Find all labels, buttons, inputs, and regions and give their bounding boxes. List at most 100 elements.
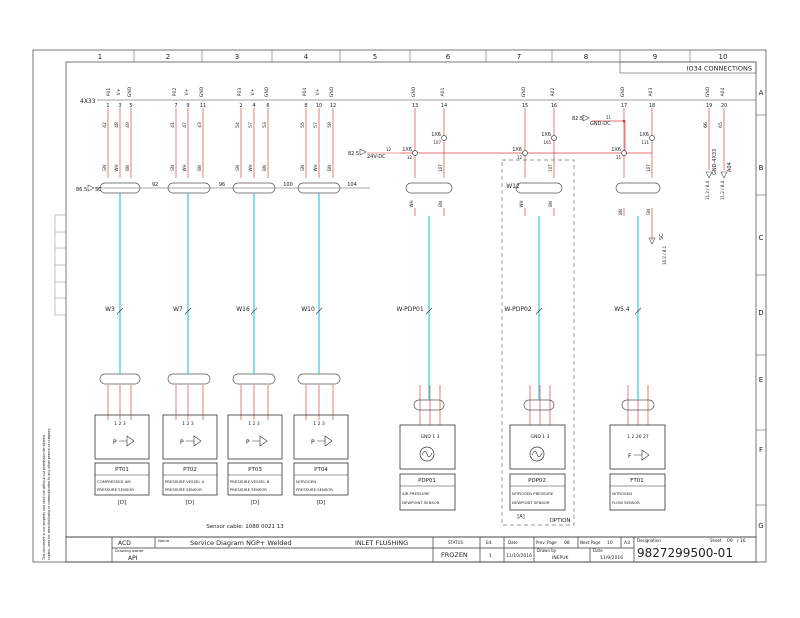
sheet-value: 09 <box>727 538 733 544</box>
row-labels: A B C D E F G <box>758 89 763 530</box>
shield-numbers: 92 96 100 104 <box>152 182 357 188</box>
pin-number: 4 <box>252 103 255 109</box>
core-label: BN <box>438 201 443 207</box>
wire-number-labels: 42 48 49 41 47 43 54 57 53 55 57 58 66 6… <box>102 122 724 128</box>
gnd-up-label: GND-4X33 <box>712 149 718 175</box>
terminal-label: 105 <box>543 140 551 145</box>
device-tag: PDP01 <box>418 478 436 484</box>
device-ref: [D] <box>186 500 195 506</box>
side-notes: This document is our property and shall … <box>42 428 51 561</box>
device-symbol: P <box>180 439 184 446</box>
device-tag: PT04 <box>314 467 328 473</box>
cable-ticks <box>116 307 642 315</box>
device-desc: FLOW SENSOR <box>612 500 640 505</box>
header-title: IO34 CONNECTIONS <box>687 65 752 73</box>
designation-label: Designation <box>637 538 661 543</box>
gnd-arrow-icon <box>582 114 590 122</box>
prev-label: Prev. Page <box>536 540 557 545</box>
cable-label: W-PDP01 <box>396 306 424 313</box>
device-pins: 1 2 26 27 <box>627 434 649 440</box>
owner-value: API <box>128 555 138 562</box>
device-desc: PRESSURE SENSOR <box>97 487 134 492</box>
wire-number: 48 <box>114 122 120 128</box>
pin-label: A01 <box>440 87 446 96</box>
sc-label: SC <box>95 187 102 193</box>
col-label: 2 <box>166 53 170 61</box>
device-desc: PRESSURE VESSEL A <box>165 479 205 484</box>
device-ref: [A] <box>517 514 524 520</box>
connector-4x33: 4X33 <box>80 98 756 105</box>
pin-label: A02 <box>550 87 556 96</box>
sc-arrow-icon <box>87 184 95 192</box>
row-label: A <box>759 89 764 97</box>
device-pt01: 1 2 3 P PT01 COMPRESSED AIR PRESSURE SEN… <box>94 414 150 506</box>
core-label: 10T <box>438 164 443 172</box>
row-label: D <box>758 309 763 317</box>
device-ref: [D] <box>317 500 326 506</box>
wire-number: 53 <box>262 122 268 128</box>
wire-number: 43 <box>197 122 203 128</box>
pin-number: 17 <box>621 103 627 109</box>
pin-label: P04 <box>302 88 308 97</box>
device-pins: GND 1 3 <box>421 434 440 440</box>
device-tag: PT02 <box>183 467 197 473</box>
device-pt04: 1 2 3 P PT04 NITROGEN PRESSURE SENSOR [D… <box>293 414 349 506</box>
cross-references: 86.5 SC 82.5 24V-DC 12 82.5 GND-DC 11 SC… <box>76 114 733 265</box>
sensor-cable-note: Sensor cable: 1088 0021 13 <box>206 524 284 530</box>
wire-number: 57 <box>248 122 254 128</box>
terminal-label: 1X6 <box>431 132 441 138</box>
core-label: WH <box>248 165 253 172</box>
core-label: GN <box>300 165 305 171</box>
device-desc: NITROGEN <box>296 479 316 484</box>
device-pins: 1 2 3 <box>248 421 260 427</box>
wire-number: 57 <box>313 122 319 128</box>
cable-label: W5.4 <box>614 306 630 313</box>
ed-value: 1 <box>489 553 492 559</box>
terminal-label: 11 <box>616 155 622 160</box>
device-pins: 1 2 3 <box>114 421 126 427</box>
col-label: 10 <box>719 53 728 61</box>
title-block-text: ACD Name Service Diagram NGP+ Welded INL… <box>115 538 746 562</box>
terminal-label: 1X6 <box>611 147 621 153</box>
pin-number: 18 <box>649 103 655 109</box>
core-label: 10T <box>548 164 553 172</box>
pin-number: 16 <box>551 103 557 109</box>
column-labels: 1 2 3 4 5 6 7 8 9 10 <box>98 53 728 61</box>
a04-up-label: A04 <box>727 162 733 172</box>
pin-label: GND <box>127 86 133 97</box>
v24-label: 24V-DC <box>367 154 386 160</box>
header-box: IO34 CONNECTIONS <box>619 61 757 74</box>
core-label: GN <box>235 165 240 171</box>
terminal-label: 1X6 <box>402 147 412 153</box>
connector-pins: P01 V+ GND P02 V+ GND P03 V+ GND P04 V+ … <box>106 86 726 97</box>
pin-number: 9 <box>186 103 189 109</box>
core-label: BN <box>197 165 202 171</box>
cable-shields <box>99 182 661 411</box>
pin-number: 8 <box>304 103 307 109</box>
sensor-icon <box>186 435 202 447</box>
col-label: 8 <box>584 53 588 61</box>
device-pdp01: GND 1 3 PDP01 AIR PRESSURE DEWPOINT SENS… <box>399 424 456 511</box>
device-tag: FT01 <box>630 478 643 484</box>
cable-label: W3 <box>105 306 115 313</box>
core-label: BN <box>548 201 553 207</box>
pin-number: 19 <box>706 103 712 109</box>
terminal-label: 12 <box>517 155 523 160</box>
terminal-label: 111 <box>641 140 649 145</box>
pin-label: GND <box>199 86 205 97</box>
wire-number: 42 <box>102 122 108 128</box>
title-block <box>65 536 757 563</box>
col-label: 7 <box>517 53 521 61</box>
core-label: WH <box>519 201 524 208</box>
sheet-label: Sheet <box>710 538 722 543</box>
core-label: GN <box>170 165 175 171</box>
device-desc: COMPRESSED AIR <box>97 479 131 484</box>
core-label: 10T <box>646 164 651 172</box>
cables <box>119 193 639 400</box>
row-label: B <box>759 164 764 172</box>
sc-ref: 86.5 <box>76 187 87 193</box>
shield-number: 100 <box>283 182 293 188</box>
dewpoint-icon <box>419 446 435 462</box>
sensor-icon <box>119 435 135 447</box>
